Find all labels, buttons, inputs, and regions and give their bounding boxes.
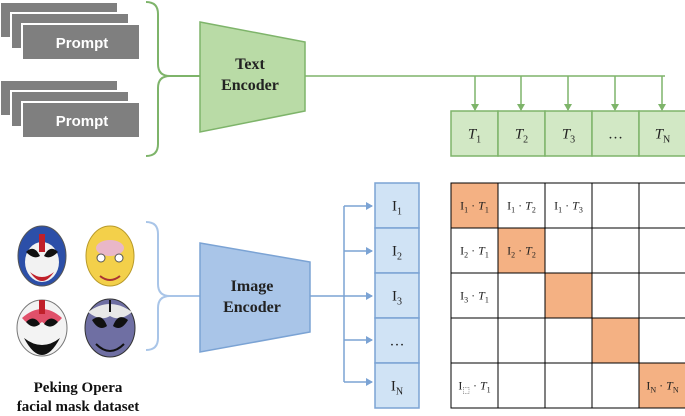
opera-mask-2 — [85, 225, 135, 287]
prompt-stack-2: Prompt — [0, 79, 141, 139]
prompt-brace — [145, 1, 171, 157]
matrix-cell — [450, 227, 499, 274]
text-token-label: … — [608, 127, 623, 143]
matrix-cell-label: I2 · T1 — [460, 244, 489, 260]
matrix-cell-diagonal — [591, 317, 640, 364]
matrix-cell — [544, 227, 593, 274]
matrix-cell — [638, 227, 685, 274]
prompt-label-1: Prompt — [56, 35, 109, 52]
text-token-label: T3 — [562, 127, 575, 146]
image-encoder — [199, 242, 311, 353]
matrix-cell — [591, 362, 640, 409]
text-token-cell — [497, 110, 546, 157]
text-feature-connectors — [305, 75, 666, 111]
image-token-cell — [374, 272, 420, 319]
matrix-cell — [638, 182, 685, 229]
text-token-label: T2 — [515, 127, 528, 146]
matrix-cell-label: I1 · T1 — [460, 199, 489, 215]
matrix-cell — [638, 272, 685, 319]
matrix-cell — [497, 317, 546, 364]
prompt-stack-1: Prompt — [0, 1, 141, 61]
matrix-cell-diagonal — [638, 362, 685, 409]
text-token-label: TN — [655, 127, 671, 146]
dataset-label-1: Peking Opera — [34, 380, 123, 396]
image-token-label: I2 — [392, 244, 402, 263]
opera-mask-4 — [84, 298, 136, 358]
prompt-label-2: Prompt — [56, 113, 109, 130]
image-brace — [145, 221, 171, 351]
matrix-cell — [544, 362, 593, 409]
opera-mask-3 — [16, 299, 68, 357]
matrix-cell-label: I⬚ · T1 — [458, 379, 490, 395]
image-token-cell — [374, 182, 420, 229]
matrix-cell — [591, 272, 640, 319]
matrix-cell — [497, 362, 546, 409]
mask-images — [16, 225, 136, 358]
text-token-cell — [638, 110, 685, 157]
matrix-cell — [450, 317, 499, 364]
image-token-label: I1 — [392, 199, 402, 218]
matrix-cell — [450, 362, 499, 409]
text-token-cell — [450, 110, 499, 157]
text-encoder — [199, 21, 306, 133]
matrix-cell-label: IN · TN — [646, 379, 678, 395]
image-token-cell — [374, 362, 420, 409]
image-encoder-label-1: Image — [231, 278, 274, 295]
image-encoder-label-2: Encoder — [223, 299, 281, 316]
matrix-cell — [638, 317, 685, 364]
image-token-cell — [374, 227, 420, 274]
matrix-cell-label: I3 · T1 — [460, 289, 489, 305]
image-token-label: IN — [391, 379, 403, 398]
matrix-cell — [497, 272, 546, 319]
text-encoder-label-2: Encoder — [221, 77, 279, 94]
prompt-card-front — [21, 101, 141, 139]
matrix-cell-diagonal — [450, 182, 499, 229]
matrix-cell-label: I1 · T3 — [554, 199, 583, 215]
matrix-cell — [591, 227, 640, 274]
prompt-card-front — [21, 23, 141, 61]
matrix-cell-label: I1 · T2 — [507, 199, 536, 215]
matrix-cell-label: I2 · T2 — [507, 244, 536, 260]
image-feature-connectors — [310, 202, 373, 386]
opera-mask-1 — [17, 225, 67, 287]
image-token-cell — [374, 317, 420, 364]
matrix-cell — [544, 317, 593, 364]
image-token-label: I3 — [392, 289, 402, 308]
matrix-cell — [450, 272, 499, 319]
matrix-cell-diagonal — [544, 272, 593, 319]
text-encoder-label-1: Text — [235, 56, 265, 73]
text-token-row: T1 T2 T3 … TN — [450, 110, 685, 157]
text-token-cell — [544, 110, 593, 157]
dataset-label-2: facial mask dataset — [17, 399, 140, 415]
image-token-label: … — [390, 334, 405, 350]
matrix-cell — [591, 182, 640, 229]
text-token-label: T1 — [468, 127, 481, 146]
similarity-matrix: I1 · T1 I1 · T2 I1 · T3 I2 · T1 I2 · T2 I3 · … — [450, 182, 685, 409]
